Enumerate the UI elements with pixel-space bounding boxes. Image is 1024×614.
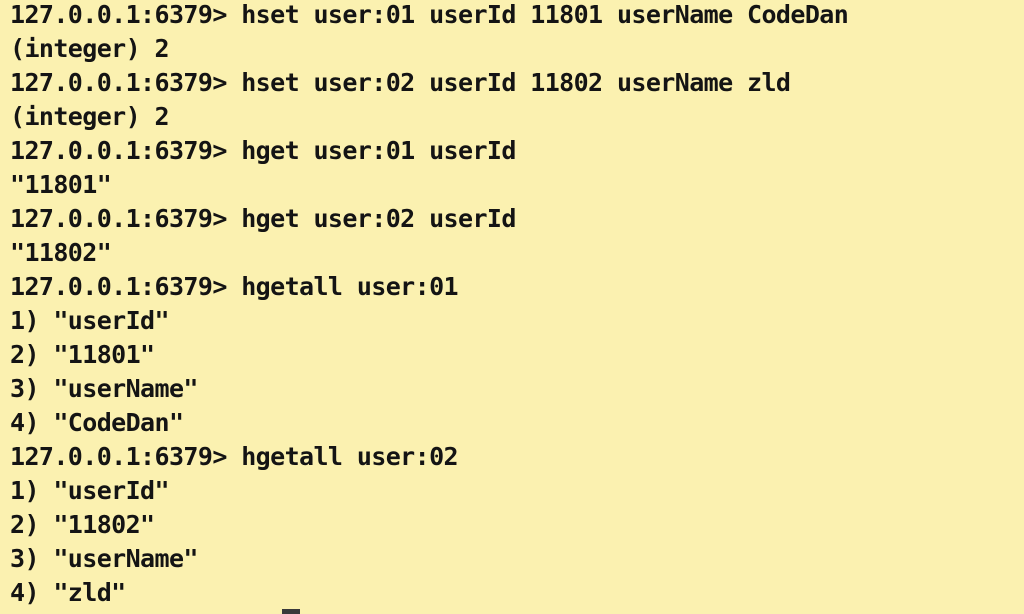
command-line: 127.0.0.1:6379> hset user:01 userId 1180…	[10, 0, 849, 29]
output-line: "11801"	[10, 170, 112, 199]
command-line: 127.0.0.1:6379> hgetall user:02	[10, 442, 459, 471]
output-line: 3) "userName"	[10, 374, 198, 403]
command-line: 127.0.0.1:6379> hgetall user:01	[10, 272, 459, 301]
output-line: (integer) 2	[10, 102, 170, 131]
output-line: 1) "userId"	[10, 476, 170, 505]
output-line: 2) "11801"	[10, 340, 155, 369]
output-line: 3) "userName"	[10, 544, 198, 573]
output-line: 4) "CodeDan"	[10, 408, 184, 437]
command-line: 127.0.0.1:6379> hget user:01 userId	[10, 136, 516, 165]
output-line: 1) "userId"	[10, 306, 170, 335]
output-line: "11802"	[10, 238, 112, 267]
command-line: 127.0.0.1:6379> hset user:02 userId 1180…	[10, 68, 791, 97]
output-line: (integer) 2	[10, 34, 170, 63]
command-line: 127.0.0.1:6379> hget user:02 userId	[10, 204, 516, 233]
terminal-cursor	[282, 609, 300, 614]
output-line: 2) "11802"	[10, 510, 155, 539]
output-line: 4) "zld"	[10, 578, 126, 607]
